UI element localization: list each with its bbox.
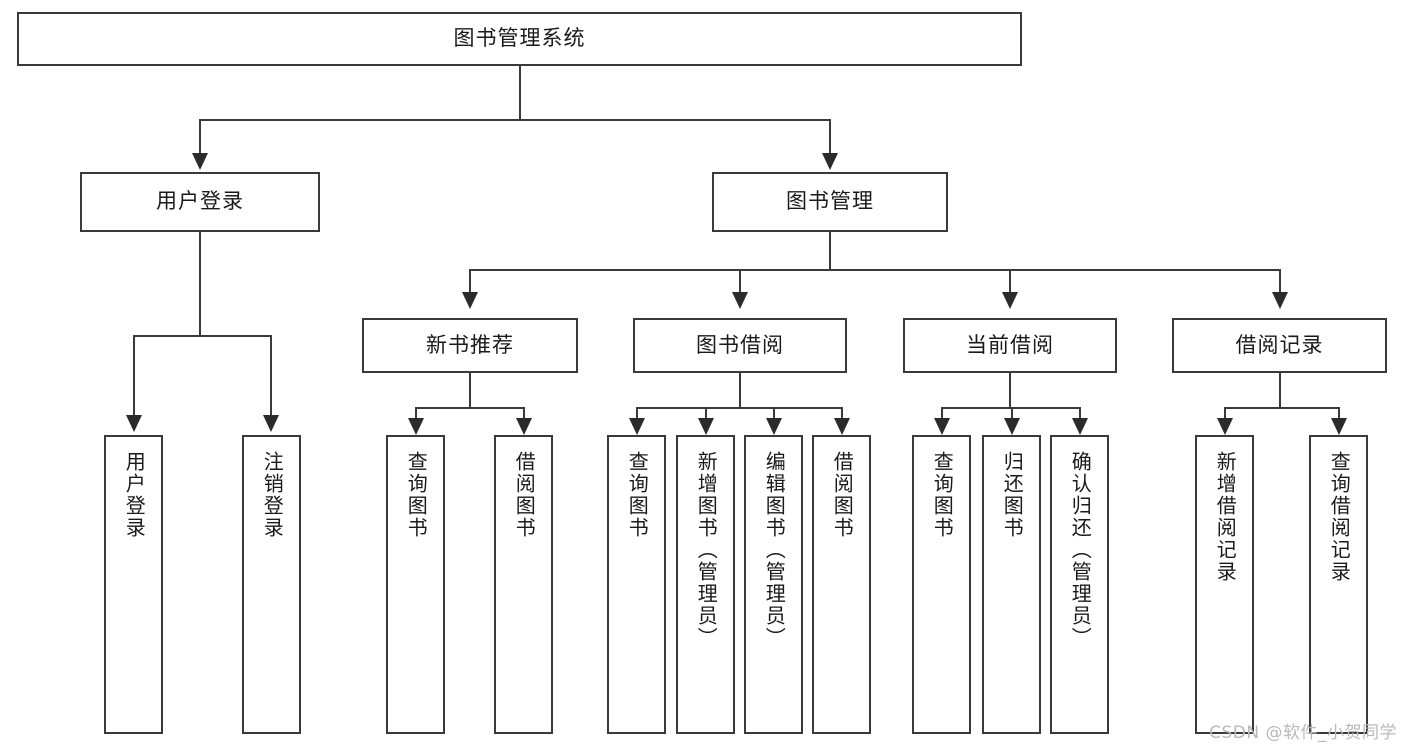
arrowhead-current-borrow-leaf-3 <box>1072 418 1088 435</box>
connector-user-login-to-leaf-2 <box>270 335 272 417</box>
arrowhead-book-borrow-leaf-3 <box>766 418 782 435</box>
leaf-book-borrow-edit-book-admin[interactable]: 编辑图书（管理员） <box>744 435 803 734</box>
connector-book-manage-to-current-borrow <box>1009 269 1011 294</box>
leaf-book-borrow-query-books[interactable]: 查询图书 <box>607 435 666 734</box>
connector-borrow-record-bus <box>1224 407 1340 409</box>
leaf-label: 归还图书 <box>1000 451 1025 539</box>
leaf-user-login-login[interactable]: 用户登录 <box>104 435 163 734</box>
connector-user-login-to-leaf-1 <box>133 335 135 417</box>
connector-root-to-user-login <box>199 119 201 155</box>
connector-current-borrow-stem <box>1009 373 1011 409</box>
connector-user-login-bus <box>133 335 272 337</box>
connector-book-borrow-bus <box>636 407 843 409</box>
connector-book-manage-bus <box>469 269 1281 271</box>
connector-book-borrow-leaf-1 <box>636 407 638 421</box>
arrowhead-to-borrow-record <box>1272 292 1288 309</box>
leaf-user-login-logout[interactable]: 注销登录 <box>242 435 301 734</box>
leaf-label: 查询借阅记录 <box>1327 451 1352 583</box>
node-book-borrow[interactable]: 图书借阅 <box>633 318 847 373</box>
arrowhead-root-to-book-manage <box>822 153 838 170</box>
connector-borrow-record-leaf-1 <box>1224 407 1226 421</box>
connector-book-borrow-leaf-4 <box>841 407 843 421</box>
connector-borrow-record-leaf-2 <box>1338 407 1340 421</box>
leaf-label: 新增借阅记录 <box>1213 451 1238 583</box>
arrowhead-user-login-leaf-2 <box>263 415 279 432</box>
leaf-label: 新增图书（管理员） <box>694 451 719 649</box>
node-root-library-system[interactable]: 图书管理系统 <box>17 12 1022 66</box>
leaf-label: 借阅图书 <box>830 451 855 539</box>
leaf-label: 确认归还（管理员） <box>1068 451 1093 649</box>
node-user-login[interactable]: 用户登录 <box>80 172 320 232</box>
connector-new-book-leaf-2 <box>523 407 525 421</box>
leaf-current-borrow-query-books[interactable]: 查询图书 <box>912 435 971 734</box>
connector-borrow-record-stem <box>1279 373 1281 409</box>
leaf-label: 查询图书 <box>625 451 650 539</box>
arrowhead-current-borrow-leaf-1 <box>934 418 950 435</box>
connector-book-manage-to-borrow-record <box>1279 269 1281 294</box>
arrowhead-borrow-record-leaf-2 <box>1331 418 1347 435</box>
arrowhead-root-to-user-login <box>192 153 208 170</box>
leaf-label: 查询图书 <box>930 451 955 539</box>
arrowhead-book-borrow-leaf-2 <box>698 418 714 435</box>
connector-user-login-stem <box>199 232 201 336</box>
connector-current-borrow-bus <box>941 407 1080 409</box>
connector-root-bus <box>199 119 831 121</box>
arrowhead-new-book-leaf-2 <box>516 418 532 435</box>
node-current-borrow[interactable]: 当前借阅 <box>903 318 1117 373</box>
leaf-label: 用户登录 <box>122 451 147 539</box>
connector-new-book-bus <box>415 407 525 409</box>
connector-current-borrow-leaf-3 <box>1079 407 1081 421</box>
node-book-management[interactable]: 图书管理 <box>712 172 948 232</box>
leaf-label: 查询图书 <box>404 451 429 539</box>
leaf-label: 借阅图书 <box>512 451 537 539</box>
connector-new-book-leaf-1 <box>415 407 417 421</box>
leaf-book-borrow-borrow-books[interactable]: 借阅图书 <box>812 435 871 734</box>
arrowhead-user-login-leaf-1 <box>126 415 142 432</box>
node-new-book-recommend[interactable]: 新书推荐 <box>362 318 578 373</box>
leaf-current-borrow-return-books[interactable]: 归还图书 <box>982 435 1041 734</box>
arrowhead-new-book-leaf-1 <box>408 418 424 435</box>
leaf-book-borrow-add-book-admin[interactable]: 新增图书（管理员） <box>676 435 735 734</box>
arrowhead-book-borrow-leaf-1 <box>629 418 645 435</box>
connector-book-borrow-stem <box>739 373 741 409</box>
node-borrow-record[interactable]: 借阅记录 <box>1172 318 1387 373</box>
connector-book-manage-stem <box>829 232 831 270</box>
leaf-label: 编辑图书（管理员） <box>762 451 787 649</box>
arrowhead-to-new-book <box>462 292 478 309</box>
connector-root-to-book-manage <box>829 119 831 155</box>
arrowhead-to-book-borrow <box>732 292 748 309</box>
connector-book-borrow-leaf-2 <box>705 407 707 421</box>
leaf-current-borrow-confirm-return-admin[interactable]: 确认归还（管理员） <box>1050 435 1109 734</box>
connector-book-manage-to-new-book <box>469 269 471 294</box>
connector-new-book-stem <box>469 373 471 409</box>
connector-current-borrow-leaf-1 <box>941 407 943 421</box>
arrowhead-book-borrow-leaf-4 <box>834 418 850 435</box>
leaf-new-book-query-books[interactable]: 查询图书 <box>386 435 445 734</box>
connector-book-manage-to-book-borrow <box>739 269 741 294</box>
leaf-label: 注销登录 <box>260 451 285 539</box>
connector-current-borrow-leaf-2 <box>1011 407 1013 421</box>
leaf-new-book-borrow-books[interactable]: 借阅图书 <box>494 435 553 734</box>
connector-root-stem <box>519 66 521 120</box>
leaf-borrow-record-add-record[interactable]: 新增借阅记录 <box>1195 435 1254 734</box>
arrowhead-to-current-borrow <box>1002 292 1018 309</box>
arrowhead-current-borrow-leaf-2 <box>1004 418 1020 435</box>
leaf-borrow-record-query-record[interactable]: 查询借阅记录 <box>1309 435 1368 734</box>
arrowhead-borrow-record-leaf-1 <box>1217 418 1233 435</box>
connector-book-borrow-leaf-3 <box>773 407 775 421</box>
